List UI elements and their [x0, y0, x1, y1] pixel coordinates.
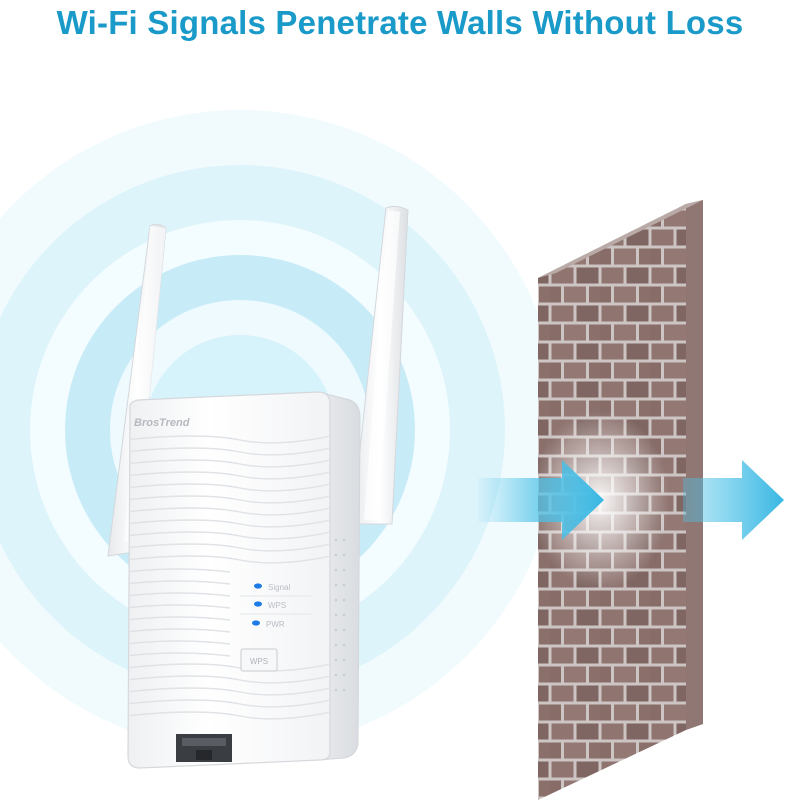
wps-button: WPS [240, 648, 278, 672]
wps-button-label: WPS [250, 657, 268, 666]
led-label-signal: Signal [268, 583, 290, 592]
ethernet-port [176, 734, 232, 762]
brand-logo: BrosTrend [134, 417, 190, 429]
wifi-extender-device: BrosTrend Signal WPS PWR WPS [107, 205, 409, 769]
headline-title: Wi-Fi Signals Penetrate Walls Without Lo… [56, 4, 744, 41]
led-indicator-wps: WPS [240, 601, 312, 615]
right-antenna [351, 205, 409, 525]
arrow-right-icon [683, 460, 784, 540]
led-label-pwr: PWR [266, 620, 285, 629]
led-label-wps: WPS [268, 601, 286, 610]
led-indicator-pwr: PWR [252, 620, 285, 629]
arrow-right-icon [478, 460, 604, 540]
device-texture [128, 433, 330, 720]
led-indicator-signal: Signal [240, 583, 312, 597]
brick-wall [530, 200, 703, 800]
